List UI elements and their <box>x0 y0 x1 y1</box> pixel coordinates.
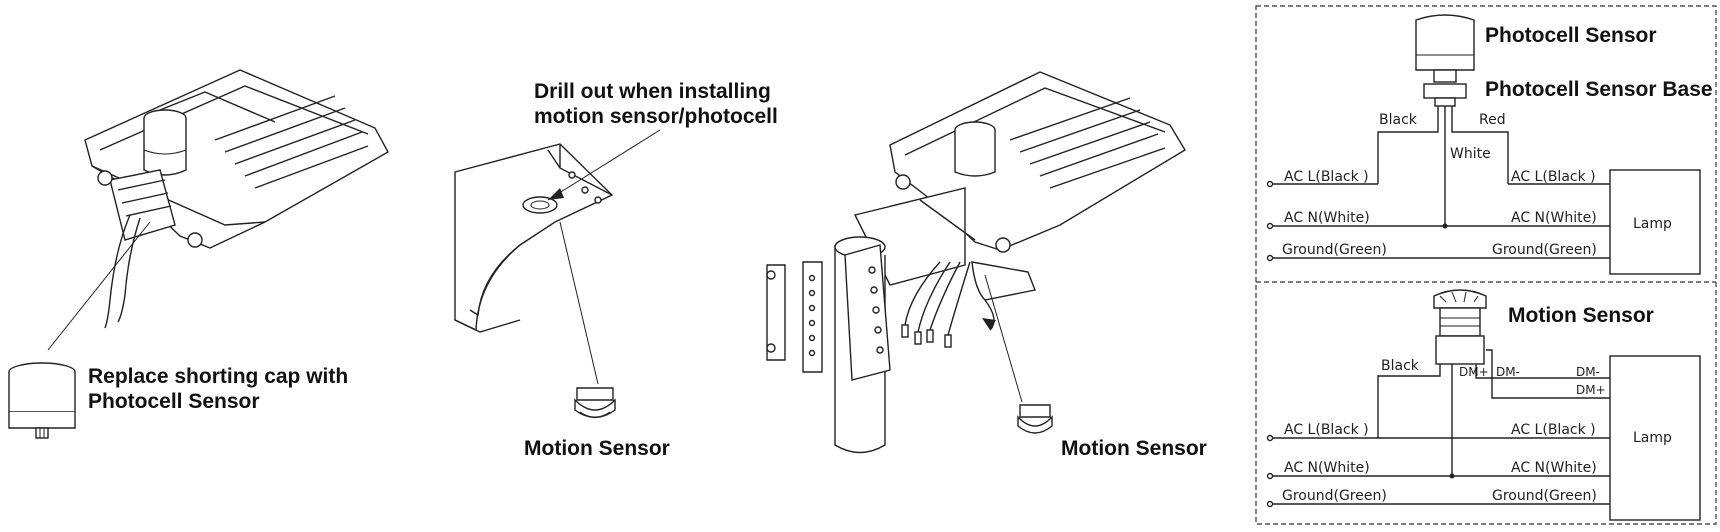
motion-sensor-callout-2: Motion Sensor <box>1061 437 1207 460</box>
photocell-wire-white: White <box>1450 146 1491 162</box>
shorting-cap-callout-line1: Replace shorting cap with <box>88 365 348 388</box>
photocell-ac-n-right: AC N(White) <box>1511 210 1597 226</box>
motion-ac-l-right: AC L(Black ) <box>1511 422 1596 438</box>
photocell-ground-right: Ground(Green) <box>1492 242 1597 258</box>
photocell-base-title: Photocell Sensor Base <box>1485 78 1713 101</box>
motion-dm-minus-box: DM- <box>1496 365 1520 379</box>
drill-out-callout-line2: motion sensor/photocell <box>534 105 778 128</box>
drill-out-callout: Drill out when installing motion sensor/… <box>534 80 778 128</box>
shorting-cap-callout-line2: Photocell Sensor <box>88 390 260 413</box>
photocell-sensor-icon <box>1415 14 1475 71</box>
fixture-photocell-illustration <box>8 69 389 439</box>
photocell-lamp-label: Lamp <box>1633 216 1672 232</box>
motion-ac-l-left: AC L(Black ) <box>1284 422 1369 438</box>
motion-dm-minus-lamp: DM- <box>1576 365 1600 379</box>
motion-ground-right: Ground(Green) <box>1492 488 1597 504</box>
photocell-wire-red: Red <box>1479 112 1506 128</box>
bracket-drill-illustration <box>454 129 661 419</box>
photocell-sensor-title: Photocell Sensor <box>1485 24 1657 47</box>
motion-dm-plus-lamp: DM+ <box>1576 383 1606 397</box>
motion-sensor-callout-1: Motion Sensor <box>524 437 670 460</box>
motion-sensor-icon <box>1433 289 1487 309</box>
photocell-ac-n-left: AC N(White) <box>1284 210 1370 226</box>
lamp-box-photocell <box>1609 169 1701 275</box>
motion-dm-plus-box: DM+ <box>1459 365 1489 379</box>
photocell-ac-l-right: AC L(Black ) <box>1511 169 1596 185</box>
motion-ground-left: Ground(Green) <box>1282 488 1387 504</box>
motion-sensor-title: Motion Sensor <box>1508 304 1654 327</box>
motion-wire-black: Black <box>1381 358 1420 374</box>
drill-out-callout-line1: Drill out when installing <box>534 80 771 103</box>
motion-wiring-diagram <box>1266 289 1701 521</box>
wiring-frame <box>1255 5 1717 525</box>
motion-lamp-label: Lamp <box>1633 430 1672 446</box>
lamp-box-motion <box>1609 355 1701 521</box>
photocell-ac-l-left: AC L(Black ) <box>1284 169 1369 185</box>
motion-ac-n-left: AC N(White) <box>1284 460 1370 476</box>
shorting-cap-callout: Replace shorting cap with Photocell Sens… <box>88 365 354 413</box>
photocell-wire-black: Black <box>1379 112 1418 128</box>
pole-mount-illustration <box>766 71 1186 454</box>
motion-sensor-box <box>1435 335 1485 365</box>
motion-ac-n-right: AC N(White) <box>1511 460 1597 476</box>
photocell-ground-left: Ground(Green) <box>1282 242 1387 258</box>
photocell-base-icon <box>1423 83 1467 99</box>
photocell-wiring-diagram <box>1266 14 1701 275</box>
